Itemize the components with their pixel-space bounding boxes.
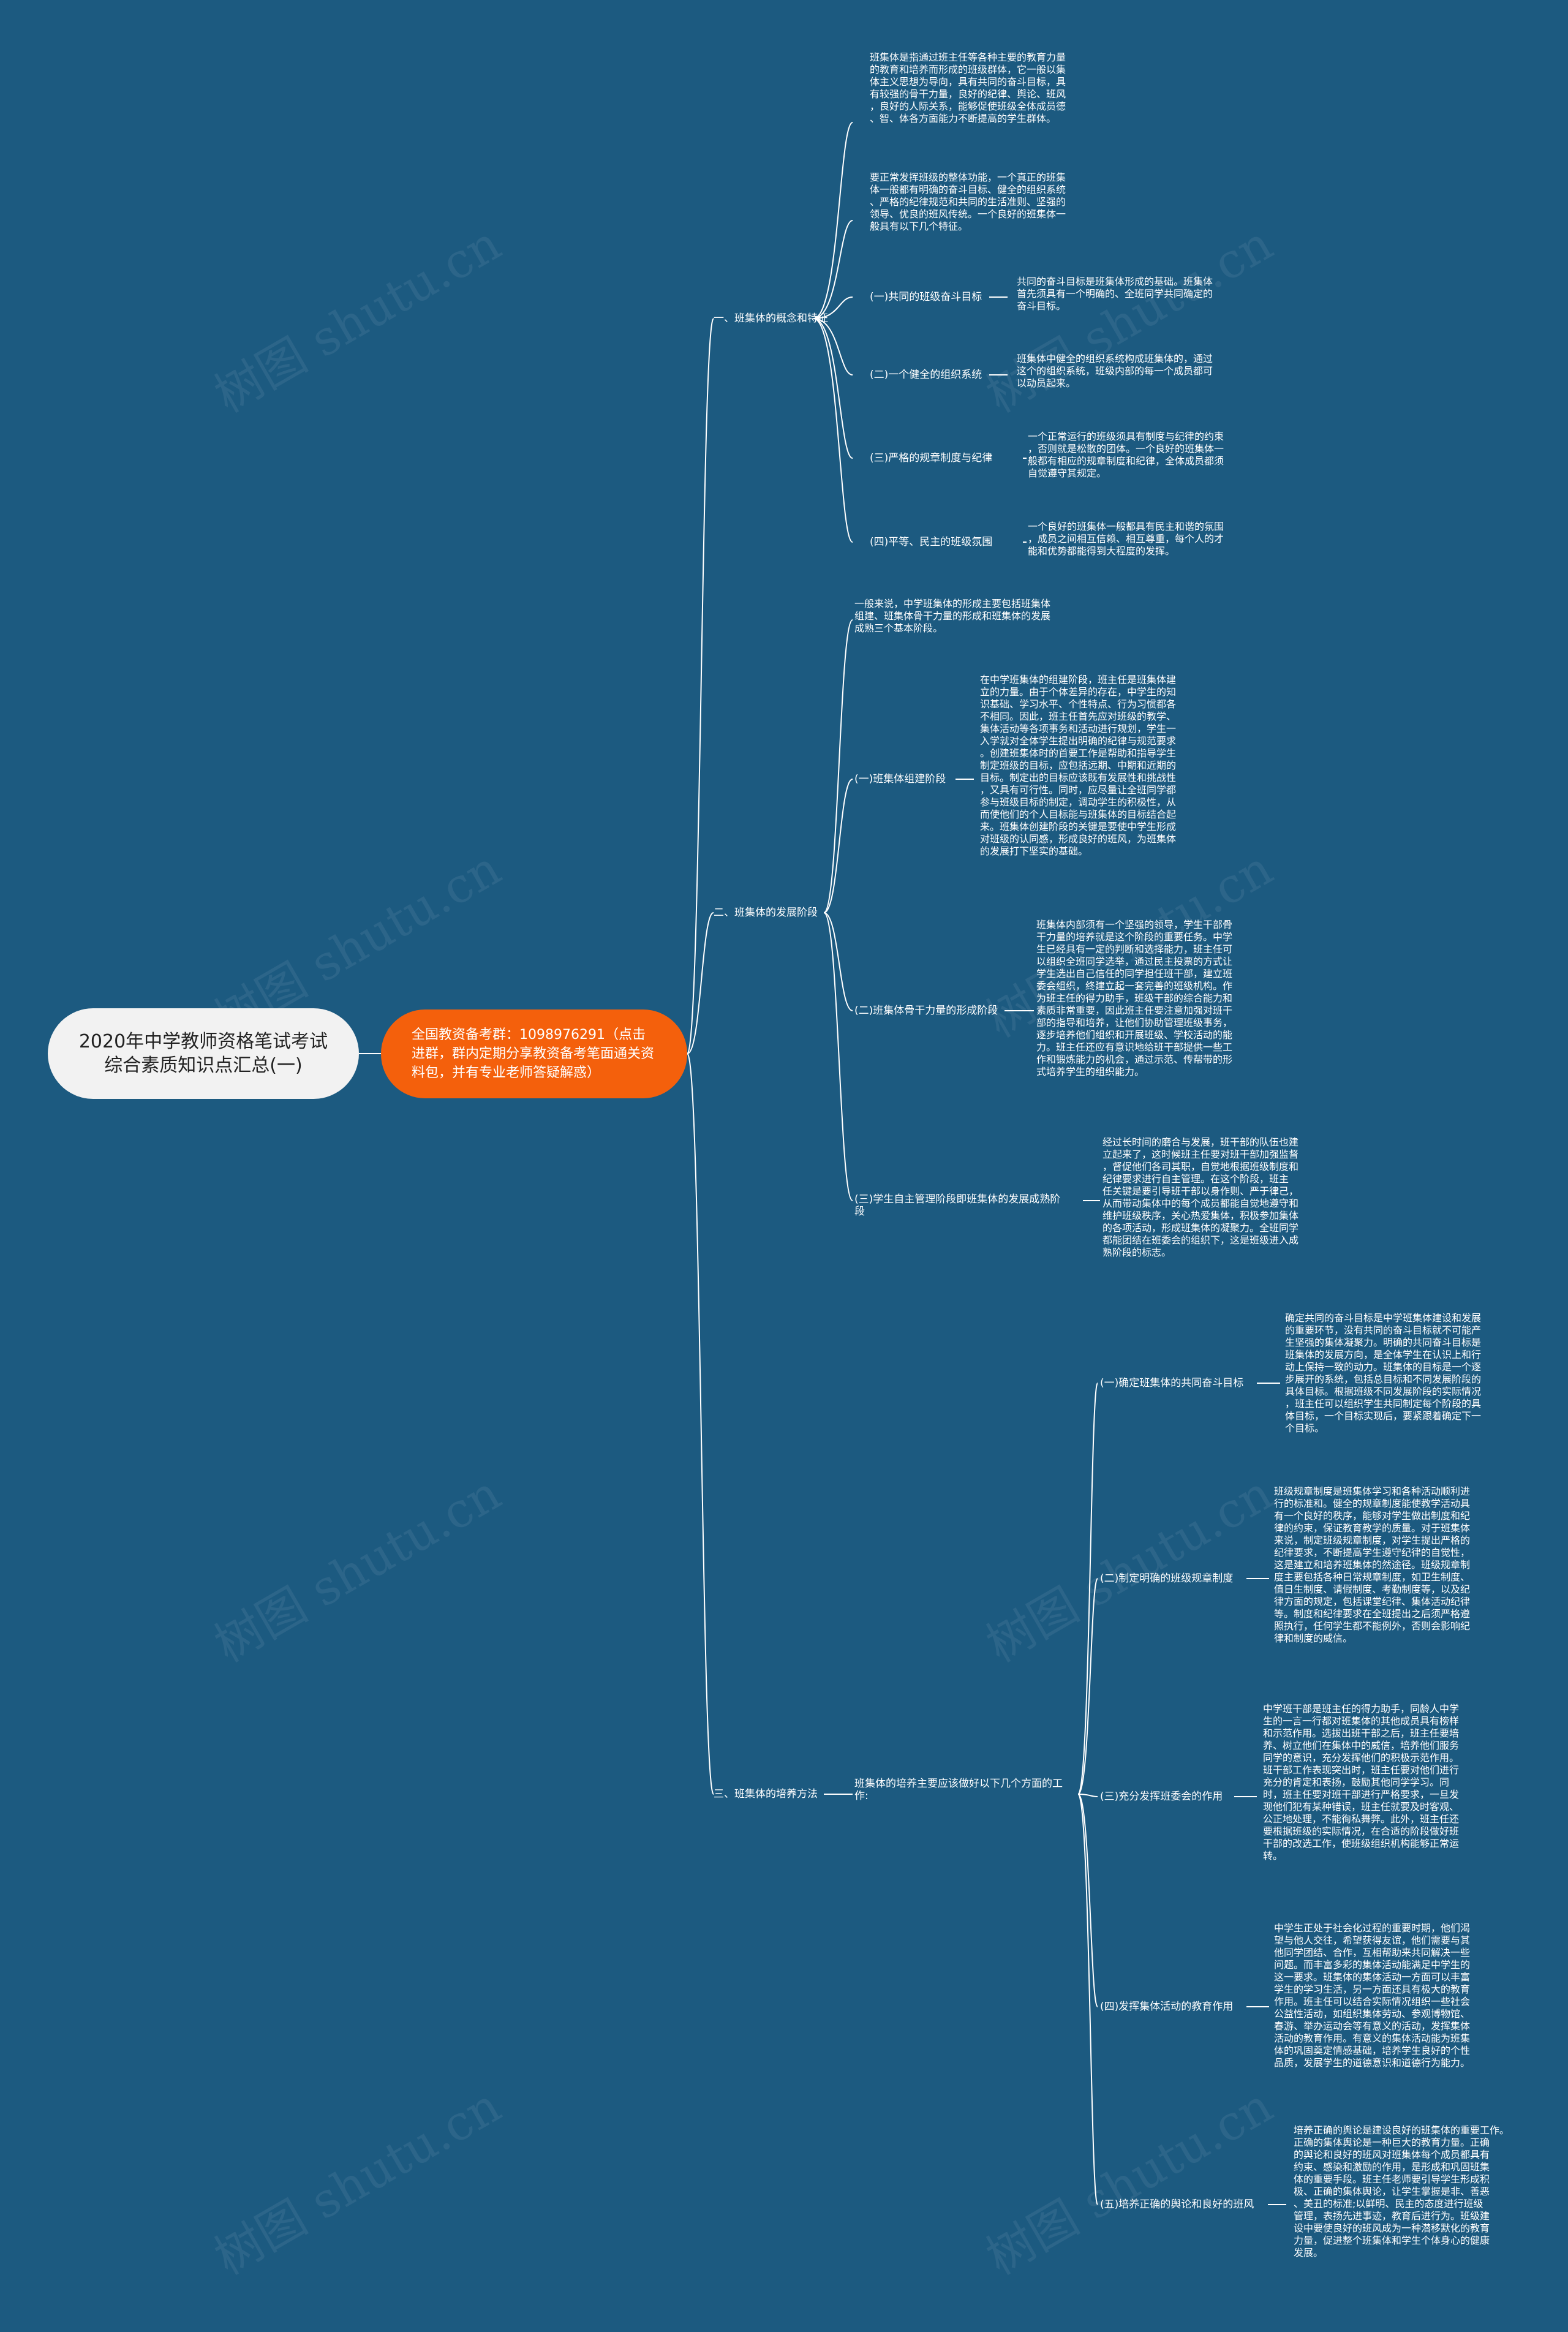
study-group-topic[interactable]: 全国教资备考群：1098976291（点击进群，群内定期分享教资备考笔面通关资料… [381, 1009, 687, 1098]
branch-text: 班级规章制度是班集体学习和各种活动顺利进 行的标准和。健全的规章制度能使教学活动… [1274, 1485, 1471, 1644]
branch-text: 在中学班集体的组建阶段，班主任是班集体建 立的力量。由于个体差异的存在，中学生的… [980, 674, 1177, 857]
branch-label[interactable]: (三)充分发挥班委会的作用 [1100, 1791, 1223, 1803]
branch-label[interactable]: (二)制定明确的班级规章制度 [1100, 1572, 1234, 1585]
section-title[interactable]: 一、班集体的概念和特征 [714, 312, 828, 325]
branch-label[interactable]: (一)共同的班级奋斗目标 [870, 291, 982, 303]
section-title[interactable]: 三、班集体的培养方法 [714, 1788, 818, 1800]
section-subtitle: 班集体的培养主要应该做好以下几个方面的工 作: [854, 1778, 1063, 1802]
branch-text: 共同的奋斗目标是班集体形成的基础。班集体 首先须具有一个明确的、全班同学共同确定… [1017, 276, 1213, 312]
section-title[interactable]: 二、班集体的发展阶段 [714, 907, 818, 919]
branch-text: 确定共同的奋斗目标是中学班集体建设和发展 的重要环节，没有共同的奋斗目标就不可能… [1285, 1312, 1482, 1434]
root-topic[interactable]: 2020年中学教师资格笔试考试综合素质知识点汇总(一) [48, 1008, 359, 1099]
branch-text: 一个良好的班集体一般都具有民主和谐的氛围 ，成员之间相互信赖、相互尊重，每个人的… [1028, 521, 1224, 557]
branch-text: 中学生正处于社会化过程的重要时期，他们渴 望与他人交往，希望获得友谊，他们需要与… [1274, 1922, 1471, 2069]
branch-label[interactable]: (三)学生自主管理阶段即班集体的发展成熟阶 段 [854, 1193, 1061, 1218]
branch-text: 经过长时间的磨合与发展，班干部的队伍也建 立起来了，这时候班主任要对班干部加强监… [1102, 1136, 1299, 1258]
branch-label[interactable]: (五)培养正确的舆论和良好的班风 [1100, 2198, 1254, 2211]
section-intro: 要正常发挥班级的整体功能，一个真正的班集 体一般都有明确的奋斗目标、健全的组织系… [870, 172, 1066, 232]
section-intro: 班集体是指通过班主任等各种主要的教育力量 的教育和培养而形成的班级群体，它一般以… [870, 51, 1066, 124]
branch-label[interactable]: (一)班集体组建阶段 [854, 773, 946, 785]
branch-text: 班集体内部须有一个坚强的领导，学生干部骨 干力量的培养就是这个阶段的重要任务。中… [1036, 919, 1233, 1077]
branch-text: 培养正确的舆论是建设良好的班集体的重要工作。 正确的集体舆论是一种巨大的教育力量… [1294, 2124, 1510, 2258]
branch-text: 一个正常运行的班级须具有制度与纪律的约束 ，否则就是松散的团体。一个良好的班集体… [1028, 431, 1224, 479]
branch-label[interactable]: (四)平等、民主的班级氛围 [870, 536, 993, 548]
branch-label[interactable]: (四)发挥集体活动的教育作用 [1100, 2001, 1234, 2013]
branch-text: 中学班干部是班主任的得力助手，同龄人中学 生的一言一行都对班集体的其他成员具有榜… [1263, 1703, 1460, 1862]
branch-text: 班集体中健全的组织系统构成班集体的，通过 这个的组织系统，班级内部的每一个成员都… [1017, 353, 1213, 389]
branch-label[interactable]: (三)严格的规章制度与纪律 [870, 452, 993, 464]
branch-label[interactable]: (二)班集体骨干力量的形成阶段 [854, 1005, 998, 1017]
branch-label[interactable]: (二)一个健全的组织系统 [870, 369, 982, 381]
section-intro: 一般来说，中学班集体的形成主要包括班集体 组建、班集体骨干力量的形成和班集体的发… [854, 598, 1051, 634]
branch-label[interactable]: (一)确定班集体的共同奋斗目标 [1100, 1377, 1244, 1389]
